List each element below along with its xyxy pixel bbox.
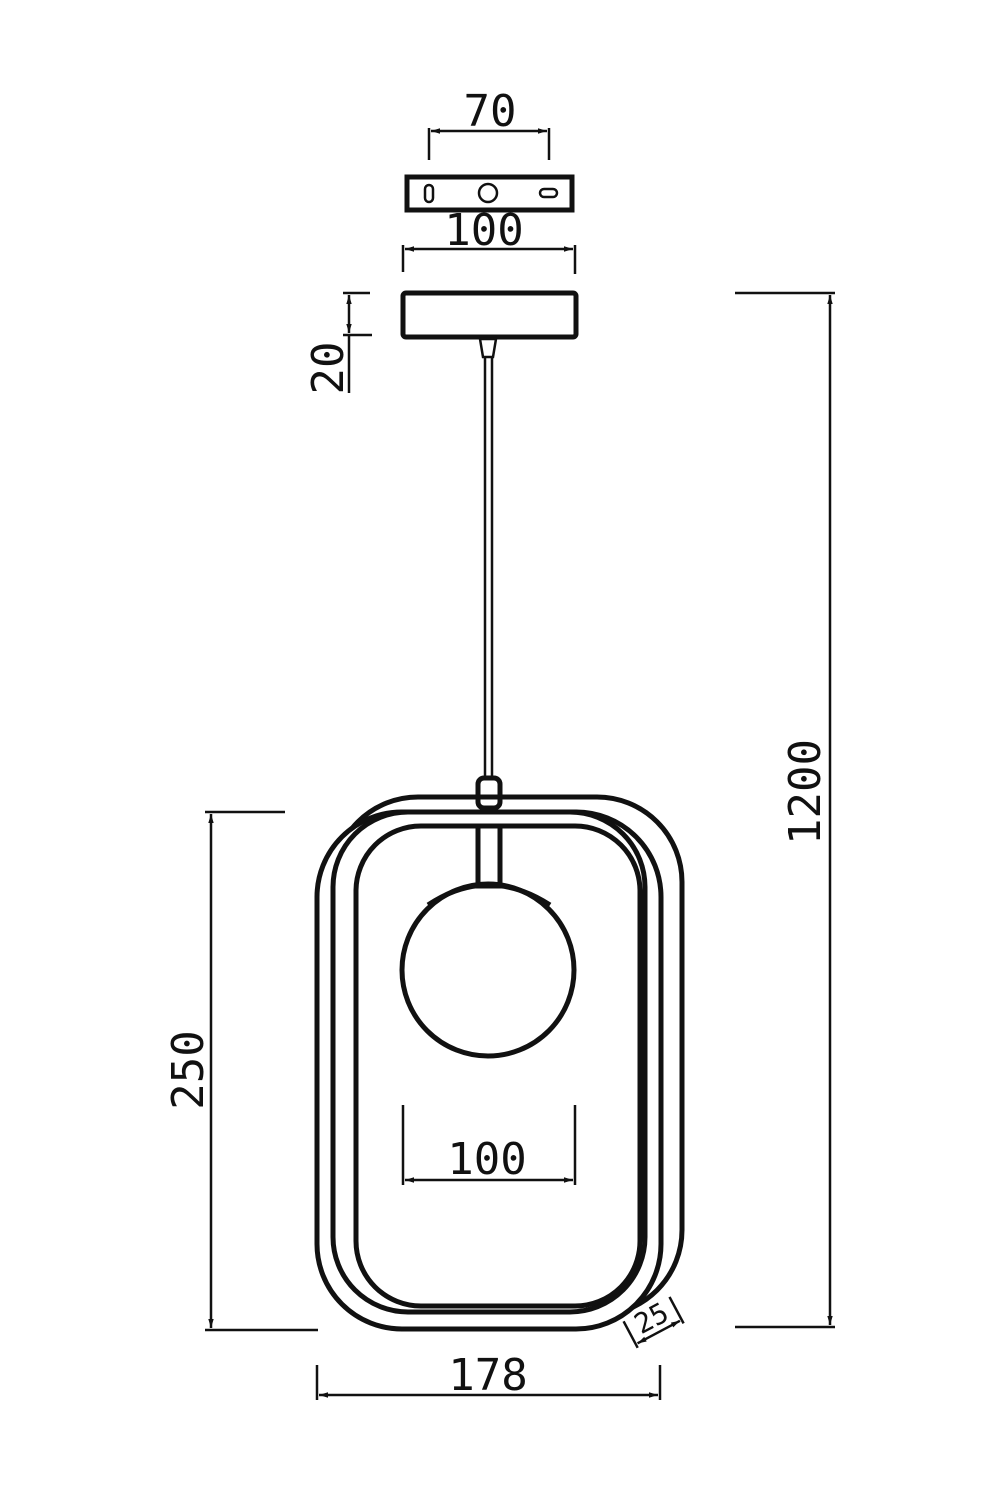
slot-hole-icon bbox=[538, 187, 559, 199]
dimension-20: 20 bbox=[303, 291, 372, 395]
dimension-label: 1200 bbox=[780, 739, 831, 845]
dimension-100-canopy: 100 bbox=[401, 205, 577, 274]
slot-hole-icon bbox=[423, 183, 435, 204]
dimension-label: 100 bbox=[447, 1134, 526, 1185]
dimension-250: 250 bbox=[163, 810, 318, 1332]
canopy bbox=[400, 290, 579, 340]
glass-globe bbox=[399, 881, 577, 1059]
dimension-label: 20 bbox=[303, 342, 354, 395]
mounting-plate bbox=[404, 174, 575, 213]
dimension-1200: 1200 bbox=[735, 291, 835, 1329]
dimension-label: 178 bbox=[448, 1350, 527, 1401]
lamp-frame bbox=[314, 794, 685, 1332]
dimension-label: 100 bbox=[444, 205, 523, 256]
center-hole-icon bbox=[477, 182, 499, 204]
dimension-100-globe: 100 bbox=[401, 1105, 577, 1185]
dimension-70: 70 bbox=[427, 86, 551, 160]
dimension-label: 70 bbox=[464, 86, 517, 137]
dimension-178: 178 bbox=[315, 1350, 662, 1401]
dimension-label: 250 bbox=[163, 1030, 214, 1109]
cable bbox=[475, 337, 503, 811]
